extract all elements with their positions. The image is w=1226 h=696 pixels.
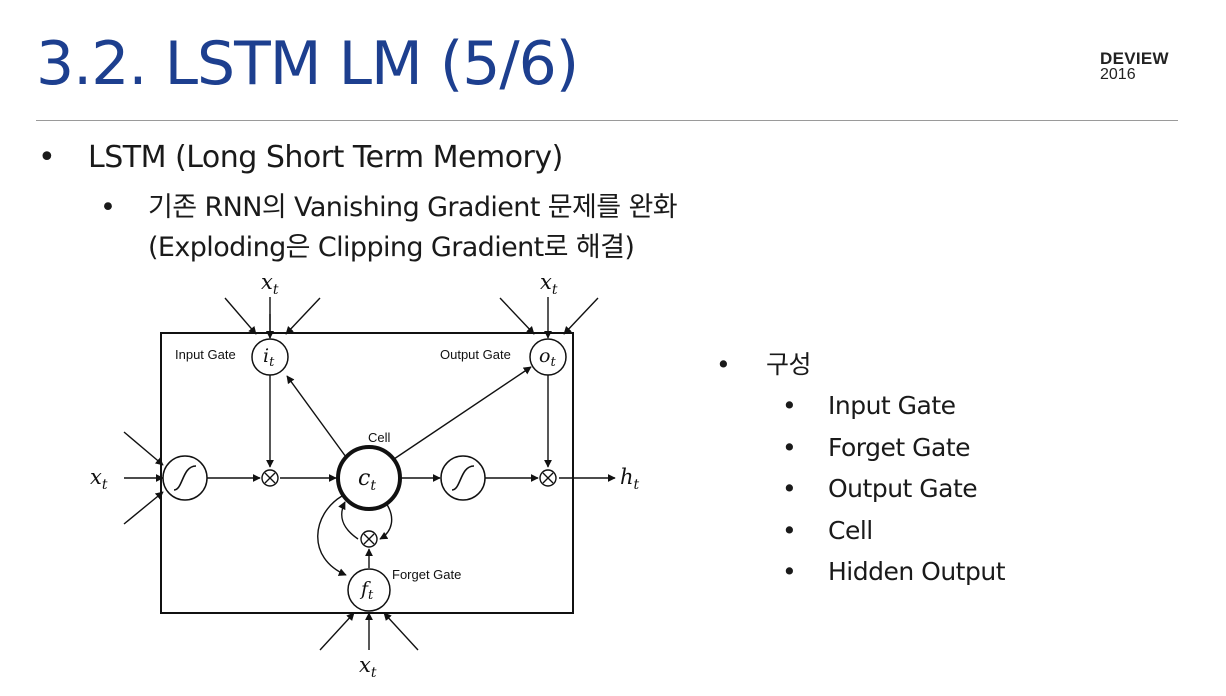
bullet-lstm: • LSTM (Long Short Term Memory) [38,140,563,175]
brand-logo: DEVIEW 2016 [1100,50,1169,83]
c-node-symbol: ct [358,466,376,494]
gate-to-multiplier-arrows [266,375,552,568]
input-gate-node [251,338,289,376]
multiply-node-input [261,469,279,487]
components-list: • 구성 • Input Gate • Forget Gate • Output Gat… [716,345,1006,593]
bullet-marker: • [782,432,797,462]
slide-title: 3.2. LSTM LM (5/6) [36,29,579,99]
output-gate-node [529,338,567,376]
output-gate-incoming-arrows [499,297,599,339]
h-output-label: ht [620,465,640,493]
x-label-left: xt [90,465,108,493]
bullet-marker: • [716,350,731,379]
cell-node [336,445,402,511]
list-item: • Output Gate [782,468,1005,510]
component-cell: Cell [828,515,873,545]
forget-gate-node [347,568,391,612]
bullet-marker: • [782,474,797,503]
x-label-top-left: xt [261,270,279,298]
components-items: • Input Gate • Forget Gate • Output Gate • C… [716,385,1006,593]
i-node-symbol: it [263,345,275,370]
brand-name: DEVIEW [1100,49,1169,68]
lstm-cell-diagram: xt xt xt xt ht it ot ft ct Input Gate Ou… [90,270,640,681]
components-heading: • 구성 [716,345,1005,385]
multiply-node-forget [360,530,378,548]
component-input-gate: Input Gate [828,391,956,420]
bullet-vanishing-gradient: • 기존 RNN의 Vanishing Gradient 문제를 완화 (Explo… [100,188,678,268]
list-item: • Hidden Output [782,551,1006,593]
brand-year: 2016 [1100,66,1136,83]
squash-node-output [440,455,486,501]
cell-peephole-arrows [286,366,532,460]
component-hidden-output: Hidden Output [828,557,1006,586]
forget-gate-incoming-arrows [319,612,419,651]
input-squash-incoming-arrows [123,431,164,525]
cell-recurrent-loop [317,495,393,576]
bullet-marker: • [100,192,116,223]
input-gate-label: Input Gate [175,347,236,362]
output-gate-label: Output Gate [440,347,511,362]
bullet-vanishing-line1: 기존 RNN의 Vanishing Gradient 문제를 완화 [148,192,678,223]
forget-gate-label: Forget Gate [392,567,461,582]
cell-label: Cell [368,430,391,445]
components-heading-text: 구성 [766,350,812,379]
x-label-top-right: xt [540,270,558,298]
bullet-lstm-text: LSTM (Long Short Term Memory) [88,140,563,175]
bullet-marker: • [782,391,797,420]
x-label-bottom: xt [359,653,377,681]
component-forget-gate: Forget Gate [828,432,971,462]
list-item: • Forget Gate [782,427,1005,469]
bullet-vanishing-line2: (Exploding은 Clipping Gradient로 해결) [148,232,635,263]
component-output-gate: Output Gate [828,474,978,503]
bullet-marker: • [782,515,797,545]
list-item: • Input Gate [782,385,1005,427]
list-item: • Cell [782,510,1005,552]
bullet-marker: • [38,140,56,175]
squash-node-input [162,455,208,501]
bullet-marker: • [782,557,797,586]
o-node-symbol: ot [539,345,556,370]
title-divider [36,120,1178,121]
f-node-symbol: ft [359,578,374,603]
multiply-node-output [539,469,557,487]
